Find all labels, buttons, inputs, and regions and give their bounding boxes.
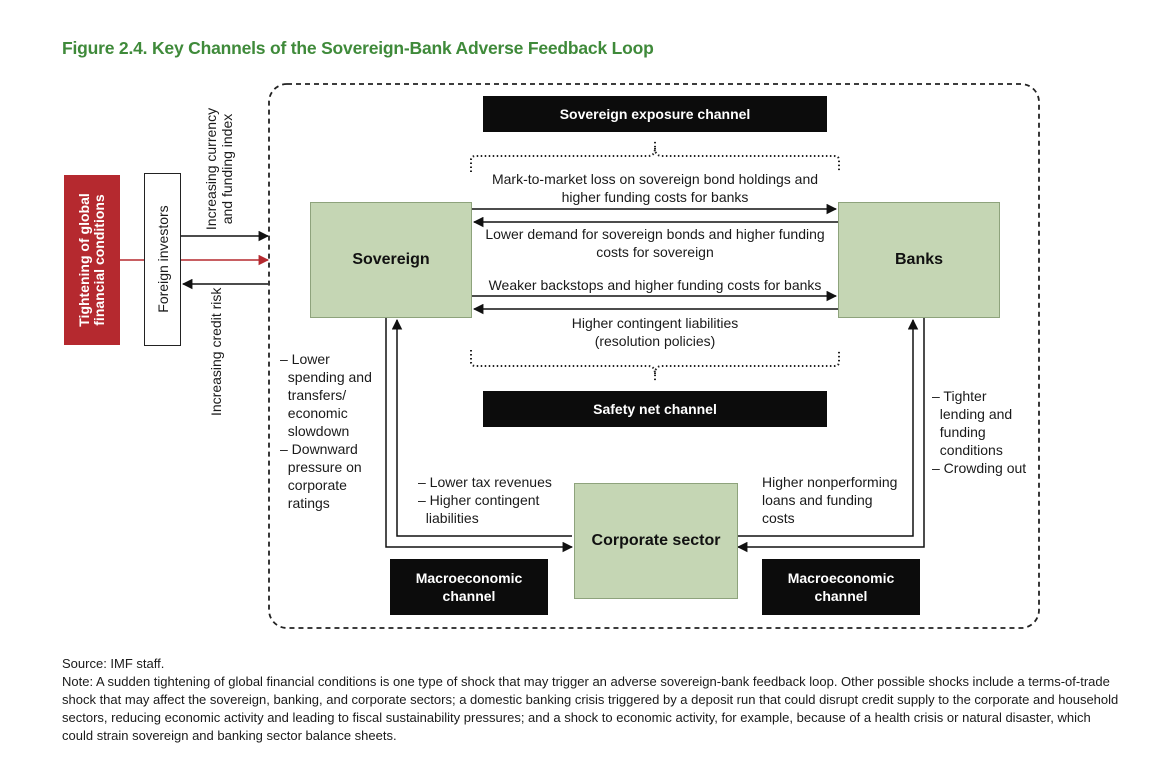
figure-title: Figure 2.4. Key Channels of the Sovereig… [62, 38, 654, 58]
foreign-investors-label: Foreign investors [155, 205, 171, 313]
edge-label-left-inner: – Lower tax revenues – Higher contingent… [418, 474, 552, 526]
edge-label-contingent: Higher contingent liabilities (resolutio… [571, 315, 739, 349]
currency-funding-label: Increasing currency and funding index [203, 107, 235, 231]
figure-notes: Source: IMF staff. Note: A sudden tighte… [62, 655, 1122, 745]
shock-box: Tightening of global financial condition… [64, 175, 120, 345]
sovereign-exposure-channel: Sovereign exposure channel [483, 96, 827, 132]
credit-risk-label: Increasing credit risk [208, 287, 224, 416]
shock-label: Tightening of global financial condition… [76, 193, 107, 327]
edge-label-left-outer: – Lower spending and transfers/ economic… [280, 351, 372, 511]
safety-net-brace [470, 350, 840, 382]
arrow-sovereign-to-corporate [385, 318, 574, 553]
system-boundary [268, 83, 1040, 629]
edge-label-right-outer: – Tighter lending and funding conditions… [932, 388, 1027, 476]
foreign-investors-box: Foreign investors [144, 173, 181, 346]
edge-label-right-inner: Higher nonperforming loans and funding c… [762, 474, 898, 526]
macroeconomic-channel-right: Macroeconomic channel [762, 559, 920, 615]
arrow-corporate-to-banks [738, 318, 919, 537]
exposure-brace [470, 140, 840, 172]
sovereign-node: Sovereign [310, 202, 472, 318]
arrow-banks-to-corporate [736, 318, 925, 553]
banks-node: Banks [838, 202, 1000, 318]
safety-net-channel: Safety net channel [483, 391, 827, 427]
edge-label-lower-demand: Lower demand for sovereign bonds and hig… [485, 226, 825, 260]
arrow-corporate-to-sovereign [391, 318, 572, 537]
macroeconomic-channel-left: Macroeconomic channel [390, 559, 548, 615]
edge-label-backstops: Weaker backstops and higher funding cost… [488, 277, 822, 293]
figure-note: Note: A sudden tightening of global fina… [62, 674, 1119, 743]
corporate-sector-node: Corporate sector [574, 483, 738, 599]
edge-label-mtm: Mark-to-market loss on sovereign bond ho… [491, 171, 819, 205]
source-note: Source: IMF staff. [62, 656, 165, 671]
